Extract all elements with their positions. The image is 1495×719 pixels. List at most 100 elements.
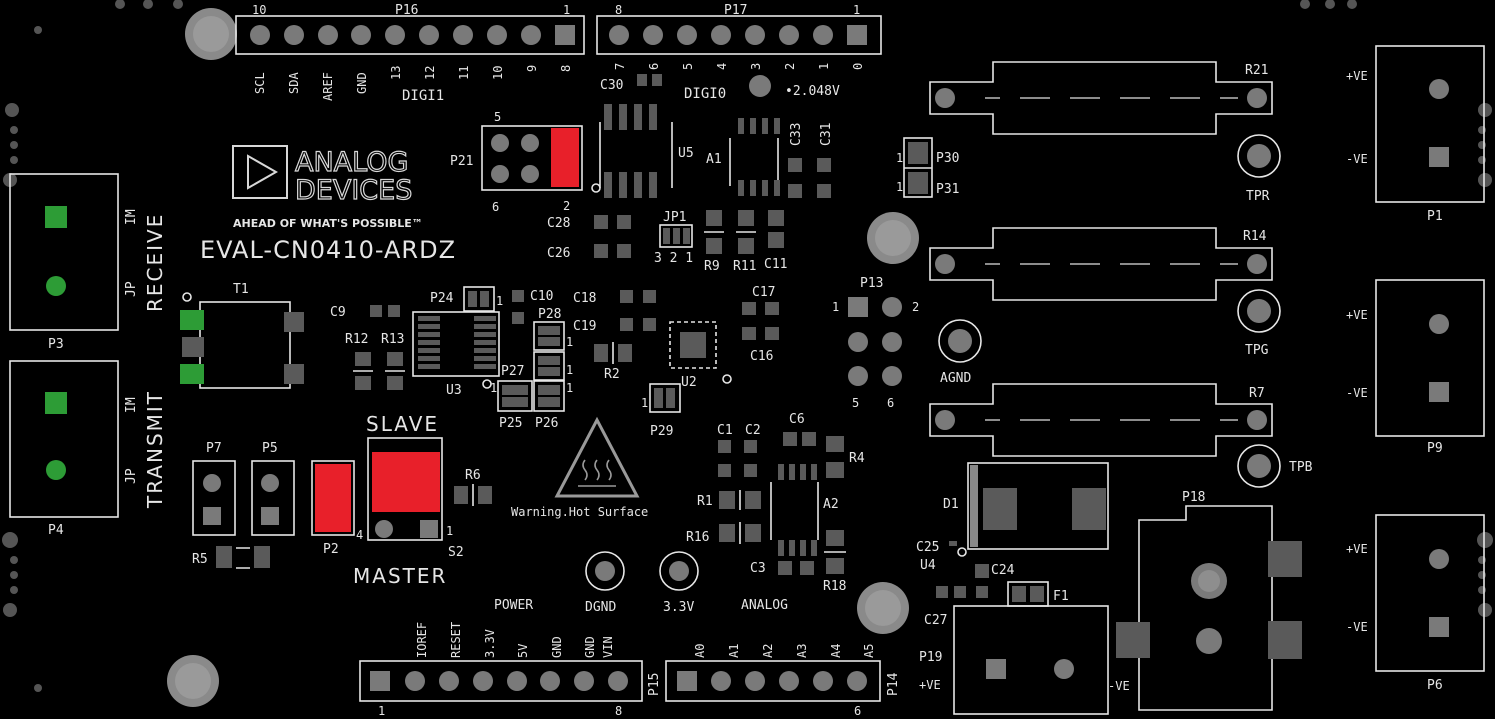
- p1-plus-label: +VE: [1346, 69, 1368, 83]
- p16-pin-1-num: 1: [563, 3, 570, 17]
- p24-label: P24: [430, 291, 454, 306]
- p19-plus-label: +VE: [919, 678, 941, 692]
- v33-label: 3.3V: [663, 600, 694, 615]
- connector-p18: P18 -VE: [1108, 490, 1302, 711]
- p7-label: P7: [206, 441, 222, 456]
- p16-pin-8: 8: [559, 65, 573, 72]
- r14-label: R14: [1243, 229, 1267, 244]
- p15-pin-8-num: 8: [615, 704, 622, 718]
- p17-pin-8-num: 8: [615, 3, 622, 17]
- jumper-p30-p31: 1 1 P30 P31: [896, 137, 959, 198]
- transmit-label: TRANSMIT: [143, 390, 167, 509]
- testpoint-tpb: TPB: [1237, 444, 1313, 488]
- slave-label: SLAVE: [366, 412, 439, 436]
- p14-pin-a2: A2: [761, 644, 775, 658]
- header-p2: P2: [311, 460, 355, 557]
- c25-label: C25: [916, 540, 939, 555]
- p18-label: P18: [1182, 490, 1205, 505]
- p14-pin-a4: A4: [829, 644, 843, 658]
- c3-label: C3: [750, 561, 766, 576]
- connector-p6: +VE -VE P6: [1346, 514, 1485, 693]
- c17-label: C17: [752, 285, 775, 300]
- p14-pin-a0: A0: [693, 644, 707, 658]
- s2-pin-4-num: 4: [356, 528, 363, 542]
- p21-pin-5-num: 5: [494, 110, 501, 124]
- p26-pin-1-num: 1: [566, 381, 573, 395]
- p4-jp-label: JP: [124, 468, 139, 484]
- r12-label: R12: [345, 332, 368, 347]
- p13-pin-5-num: 5: [852, 396, 859, 410]
- r18-label: R18: [823, 579, 846, 594]
- p15-pin-3v3: 3.3V: [483, 629, 497, 658]
- p17-pin-7: 7: [613, 63, 627, 70]
- p17-pin-6: 6: [647, 63, 661, 70]
- r4-label: R4: [849, 451, 865, 466]
- p28-label: P28: [538, 307, 561, 322]
- p1-label: P1: [1427, 209, 1443, 224]
- a2-label: A2: [823, 497, 839, 512]
- board-name: EVAL-CN0410-ARDZ: [200, 236, 456, 264]
- p17-pin-5: 5: [681, 63, 695, 70]
- p31-pin-1-num: 1: [896, 180, 903, 194]
- p13-pin-1-num: 1: [832, 300, 839, 314]
- header-p14: ANALOG A0 A1 A2 A3 A4 A5 6 P14: [665, 598, 901, 718]
- c26-label: C26: [547, 246, 570, 261]
- p17-pin-4: 4: [715, 63, 729, 70]
- digi0-label: DIGI0: [684, 86, 726, 102]
- p14-pin-a5: A5: [862, 644, 876, 658]
- p18-minus-label: -VE: [1108, 679, 1130, 693]
- c9-label: C9: [330, 305, 346, 320]
- dgnd-label: DGND: [585, 600, 616, 615]
- p4-label: P4: [48, 523, 64, 538]
- p13-label: P13: [860, 276, 883, 291]
- testpoint-tpr: TPR: [1237, 134, 1281, 204]
- d1-label: D1: [943, 497, 959, 512]
- c2-label: C2: [745, 423, 761, 438]
- p14-label: P14: [886, 672, 901, 696]
- p17-pin-3: 3: [749, 63, 763, 70]
- agnd-label: AGND: [940, 371, 971, 386]
- p3-jp-label: JP: [124, 281, 139, 297]
- p14-pin-a3: A3: [795, 644, 809, 658]
- p21-pin-2-num: 2: [563, 199, 570, 213]
- r9-label: R9: [704, 259, 720, 274]
- p27-label: P27: [501, 364, 524, 379]
- p17-pin-2: 2: [783, 63, 797, 70]
- chip-u2: U2: [669, 321, 732, 390]
- p16-label: P16: [395, 3, 418, 18]
- p3-im-label: IM: [124, 209, 139, 225]
- testpoint-tpg: TPG: [1237, 289, 1281, 358]
- p16-pin-10: 10: [491, 66, 505, 80]
- r11-label: R11: [733, 259, 756, 274]
- p6-minus-label: -VE: [1346, 620, 1368, 634]
- testpoint-3v3: 3.3V: [659, 551, 699, 615]
- ref-voltage-label: •2.048V: [785, 84, 840, 99]
- p15-pin-reset: RESET: [449, 622, 463, 658]
- p25-label: P25: [499, 416, 522, 431]
- tpb-label: TPB: [1289, 460, 1313, 475]
- u5-label: U5: [678, 146, 694, 161]
- p28-pin-1-num: 1: [566, 335, 573, 349]
- c16-label: C16: [750, 349, 773, 364]
- c30-label: C30: [600, 78, 623, 93]
- c24-label: C24: [991, 563, 1015, 578]
- p15-pin-vin: VIN: [601, 636, 615, 658]
- p15-pin-5v: 5V: [516, 644, 530, 658]
- c6-label: C6: [789, 412, 805, 427]
- diode-d1: D1: [943, 462, 1109, 550]
- header-p7: P7: [192, 441, 236, 536]
- transformer-t1: T1: [180, 282, 304, 389]
- p16-pin-10-num: 10: [252, 3, 266, 17]
- connector-p9: +VE -VE P9: [1346, 279, 1485, 456]
- f1-label: F1: [1053, 589, 1069, 604]
- p16-pin-sda: SDA: [287, 72, 301, 94]
- jp1-pin-numbers: 3 2 1: [654, 251, 693, 266]
- p6-plus-label: +VE: [1346, 542, 1368, 556]
- connector-p3: IM JP P3: [9, 173, 139, 352]
- r21-label: R21: [1245, 63, 1268, 78]
- p17-label: P17: [724, 3, 747, 18]
- p16-pin-aref: AREF: [321, 72, 335, 101]
- connector-p19: P19 +VE: [919, 605, 1109, 715]
- r13-label: R13: [381, 332, 404, 347]
